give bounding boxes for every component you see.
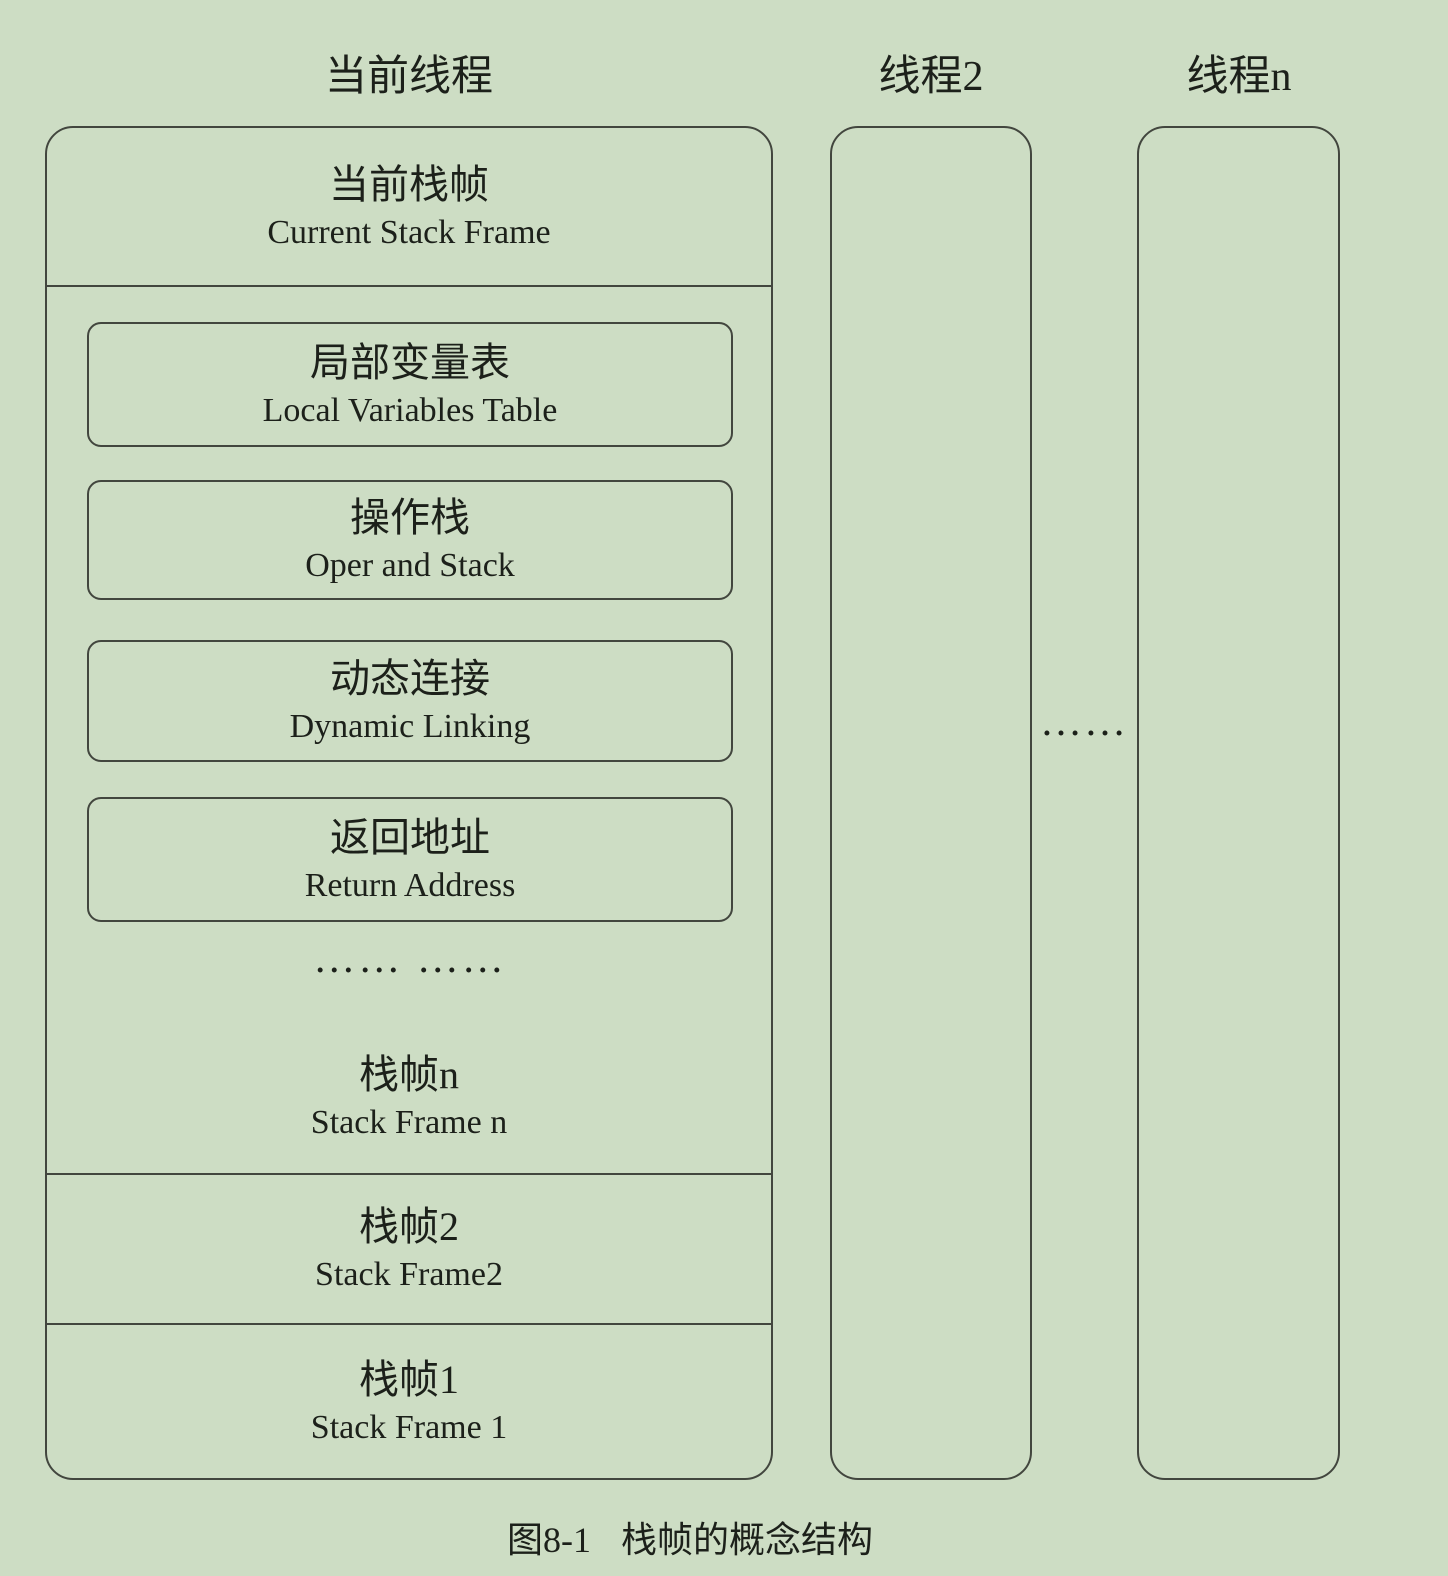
current-stack-frame-section: 当前栈帧 Current Stack Frame [47, 128, 771, 287]
current-stack-frame-label-en: Current Stack Frame [267, 213, 551, 251]
dynamic-linking-box: 动态连接 Dynamic Linking [87, 640, 733, 762]
local-variables-table-label-zh: 局部变量表 [310, 339, 510, 385]
stack-frame-2-label-en: Stack Frame2 [315, 1256, 503, 1293]
threads-gap-ellipsis: …… [1040, 699, 1128, 745]
figure-caption-title: 栈帧的概念结构 [620, 1520, 874, 1560]
thread-2-stack [830, 126, 1032, 1480]
dynamic-linking-label-zh: 动态连接 [330, 656, 490, 701]
stack-frame-detail-section: 局部变量表 Local Variables Table 操作栈 Oper and… [47, 287, 771, 1020]
current-stack-frame-label-zh: 当前栈帧 [329, 161, 489, 207]
stack-frame-1-label-zh: 栈帧1 [359, 1356, 459, 1402]
stack-frame-1-section: 栈帧1 Stack Frame 1 [47, 1325, 771, 1478]
thread-n-stack [1137, 126, 1340, 1480]
operand-stack-label-zh: 操作栈 [350, 495, 470, 540]
stack-frame-n-section: 栈帧n Stack Frame n [47, 1020, 771, 1175]
dynamic-linking-label-en: Dynamic Linking [289, 708, 531, 745]
stack-frame-n-label-en: Stack Frame n [310, 1103, 508, 1141]
stack-frame-2-label-zh: 栈帧2 [359, 1204, 459, 1249]
operand-stack-label-en: Oper and Stack [305, 547, 515, 584]
return-address-label-zh: 返回地址 [330, 814, 490, 860]
operand-stack-box: 操作栈 Oper and Stack [87, 480, 733, 600]
stack-frame-n-label-zh: 栈帧n [359, 1051, 459, 1097]
figure-caption: 图8-1 栈帧的概念结构 [507, 1518, 873, 1562]
stack-frame-1-label-en: Stack Frame 1 [310, 1408, 508, 1446]
return-address-box: 返回地址 Return Address [87, 797, 733, 922]
figure-caption-number: 图8-1 [506, 1520, 591, 1560]
local-variables-table-label-en: Local Variables Table [262, 391, 558, 429]
frame-components-ellipsis: …… …… [313, 936, 507, 982]
current-thread-label: 当前线程 [324, 54, 494, 100]
thread-n-label: 线程n [1186, 54, 1292, 100]
current-thread-stack: 当前栈帧 Current Stack Frame 局部变量表 Local Var… [45, 126, 773, 1480]
return-address-label-en: Return Address [304, 866, 516, 904]
stack-frame-2-section: 栈帧2 Stack Frame2 [47, 1175, 771, 1325]
local-variables-table-box: 局部变量表 Local Variables Table [87, 322, 733, 447]
thread-2-label: 线程2 [878, 54, 984, 100]
